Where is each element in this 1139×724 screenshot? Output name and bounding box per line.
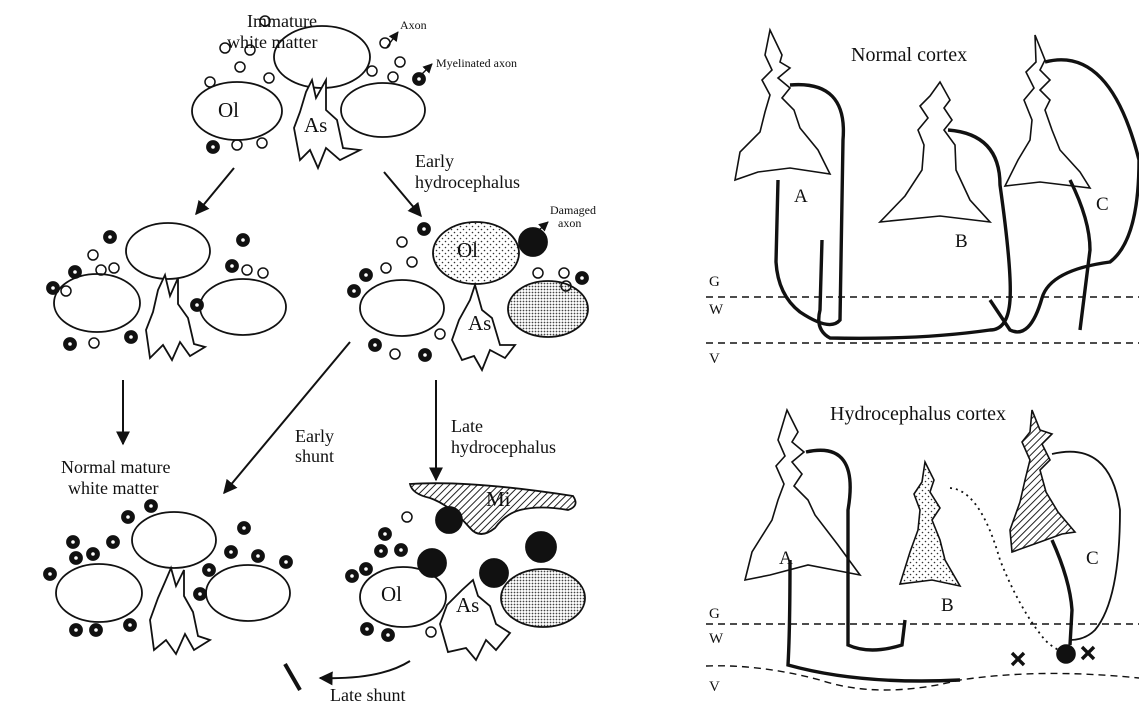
immature-label-line2: white matter: [227, 33, 317, 52]
normal-mature-label-line1: Normal mature: [61, 458, 170, 477]
early-shunt-label-line2: shunt: [295, 447, 334, 466]
astrocyte-label-2: As: [468, 312, 491, 334]
normal-neuron-a-label: A: [794, 187, 808, 207]
oligodendrocyte-label-1: Ol: [218, 99, 239, 121]
hydro-layer-g: G: [709, 607, 720, 623]
early-shunt-label-line1: Early: [295, 427, 334, 446]
early-hydrocephalus-label-line1: Early: [415, 152, 454, 171]
cluster-developing: [47, 223, 286, 360]
late-hydrocephalus-label-line1: Late: [451, 417, 483, 436]
axon-legend-label: Axon: [400, 19, 427, 32]
normal-layer-g: G: [709, 275, 720, 291]
immature-label-line1: Immature: [247, 12, 317, 31]
normal-mature-label-line2: white matter: [68, 479, 158, 498]
axon-break-markers: [1012, 647, 1094, 665]
myelinated-axon-legend-label: Myelinated axon: [436, 57, 517, 70]
normal-cortex-title: Normal cortex: [851, 45, 967, 66]
hydro-layer-w: W: [709, 632, 723, 648]
oligodendrocyte-label-2: Ol: [457, 239, 478, 261]
hydro-neuron-c-label: C: [1086, 549, 1099, 569]
damaged-axon-label-line2: axon: [558, 217, 581, 230]
oligodendrocyte-label-3: Ol: [381, 583, 402, 605]
normal-neuron-c: [990, 35, 1139, 332]
late-hydrocephalus-label-line2: hydrocephalus: [451, 438, 556, 457]
microglia-label: Mi: [486, 488, 511, 510]
hydro-neuron-c: [1010, 410, 1120, 663]
cluster-normal-mature: [44, 500, 292, 654]
normal-neuron-c-label: C: [1096, 195, 1109, 215]
panel-cortex: [706, 30, 1139, 690]
astrocyte-label-1: As: [304, 114, 327, 136]
early-hydrocephalus-label-line2: hydrocephalus: [415, 173, 520, 192]
cluster-late-hydrocephalus: [346, 483, 585, 660]
normal-layer-w: W: [709, 303, 723, 319]
hydro-layer-v: V: [709, 680, 720, 696]
hydrocephalus-cortex-title: Hydrocephalus cortex: [830, 404, 1006, 425]
normal-neuron-b: [819, 82, 1011, 338]
normal-neuron-b-label: B: [955, 232, 968, 252]
normal-neuron-a: [735, 30, 843, 325]
normal-layer-v: V: [709, 352, 720, 368]
astrocyte-label-3: As: [456, 594, 479, 616]
hydro-neuron-a-label: A: [779, 549, 793, 569]
hydro-neuron-b-label: B: [941, 596, 954, 616]
damaged-axon-label-line1: Damaged: [550, 204, 596, 217]
late-shunt-label: Late shunt: [330, 686, 405, 705]
